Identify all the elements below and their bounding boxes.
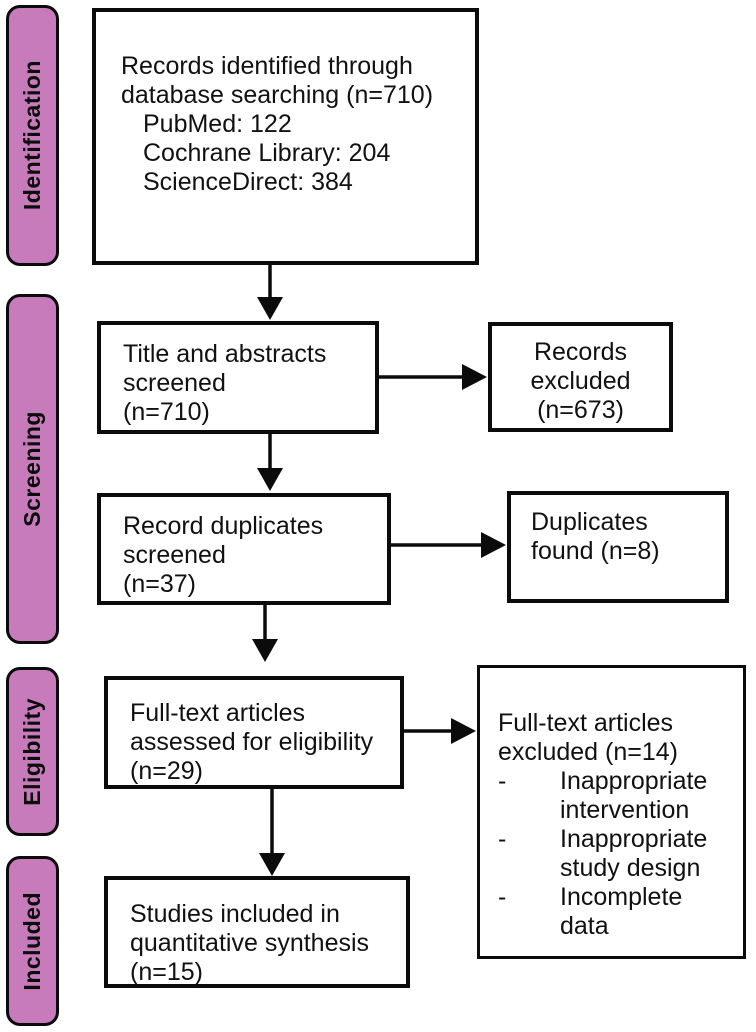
stage-label-screening: Screening [6,294,59,644]
stage-label-identification: Identification [6,5,59,266]
exclusion-reason-text: Inappropriate intervention [560,767,708,824]
box-line: quantitative synthesis [130,929,370,957]
box-titles-screened: Title and abstracts screened (n=710) [97,321,379,434]
stage-label-eligibility: Eligibility [6,667,59,836]
box-line: (n=673) [537,396,624,424]
exclusion-reason: - Incomplete data [498,883,737,941]
stage-label-included: Included [6,856,59,1026]
exclusion-reason-text: Inappropriate study design [560,825,708,882]
box-line: (n=15) [130,958,203,986]
box-fulltext-excluded: Full-text articles excluded (n=14) - Ina… [477,665,746,959]
source-count-sciencedirect: ScienceDirect: 384 [143,168,353,196]
box-duplicates-found: Duplicates found (n=8) [507,491,729,603]
stage-label-text: Included [19,891,45,991]
dash-bullet: - [498,883,507,911]
stage-label-text: Eligibility [19,697,45,806]
box-line: Records [533,338,628,366]
stage-label-text: Screening [19,411,45,527]
box-line: Full-text articles [498,709,674,737]
arrow-to-fulltext-excluded [404,718,476,744]
box-line: excluded (n=14) [498,738,678,766]
box-line: (n=37) [123,570,196,598]
box-line: Full-text articles [130,699,306,727]
box-line: assessed for eligibility [130,728,374,756]
dash-bullet: - [498,767,507,795]
arrow-to-duplicates-found [391,532,506,558]
box-line: Title and abstracts [123,340,327,368]
box-fulltext-assessed: Full-text articles assessed for eligibil… [104,676,404,789]
box-line: Record duplicates [123,512,324,540]
box-line: excluded [530,367,631,395]
box-records-excluded: Records excluded (n=673) [488,322,673,432]
box-duplicates-screened: Record duplicates screened (n=37) [97,493,391,605]
box-line: Duplicates [531,508,648,536]
arrow-to-records-excluded [379,364,487,390]
box-line: found (n=8) [531,537,660,565]
box-records-identified: Records identified through database sear… [92,8,479,265]
source-count-cochrane: Cochrane Library: 204 [143,139,391,167]
arrow-duplicates-to-fulltext [252,605,278,662]
box-studies-included: Studies included in quantitative synthes… [104,876,410,988]
exclusion-reason-text: Incomplete data [560,883,683,940]
exclusion-reason: - Inappropriate intervention [498,767,737,825]
dash-bullet: - [498,825,507,853]
arrow-screened-to-duplicates [257,434,283,491]
arrow-identified-to-screened [257,264,283,320]
box-line: database searching (n=710) [121,81,434,109]
box-line: Records identified through [121,52,413,80]
box-line: (n=710) [123,398,210,426]
exclusion-reason: - Inappropriate study design [498,825,737,883]
box-line: (n=29) [130,757,203,785]
box-line: screened [123,369,226,397]
arrow-fulltext-to-included [259,789,285,876]
source-count-pubmed: PubMed: 122 [143,110,292,138]
box-line: Studies included in [130,900,340,928]
box-line: screened [123,541,226,569]
stage-label-text: Identification [19,60,45,211]
